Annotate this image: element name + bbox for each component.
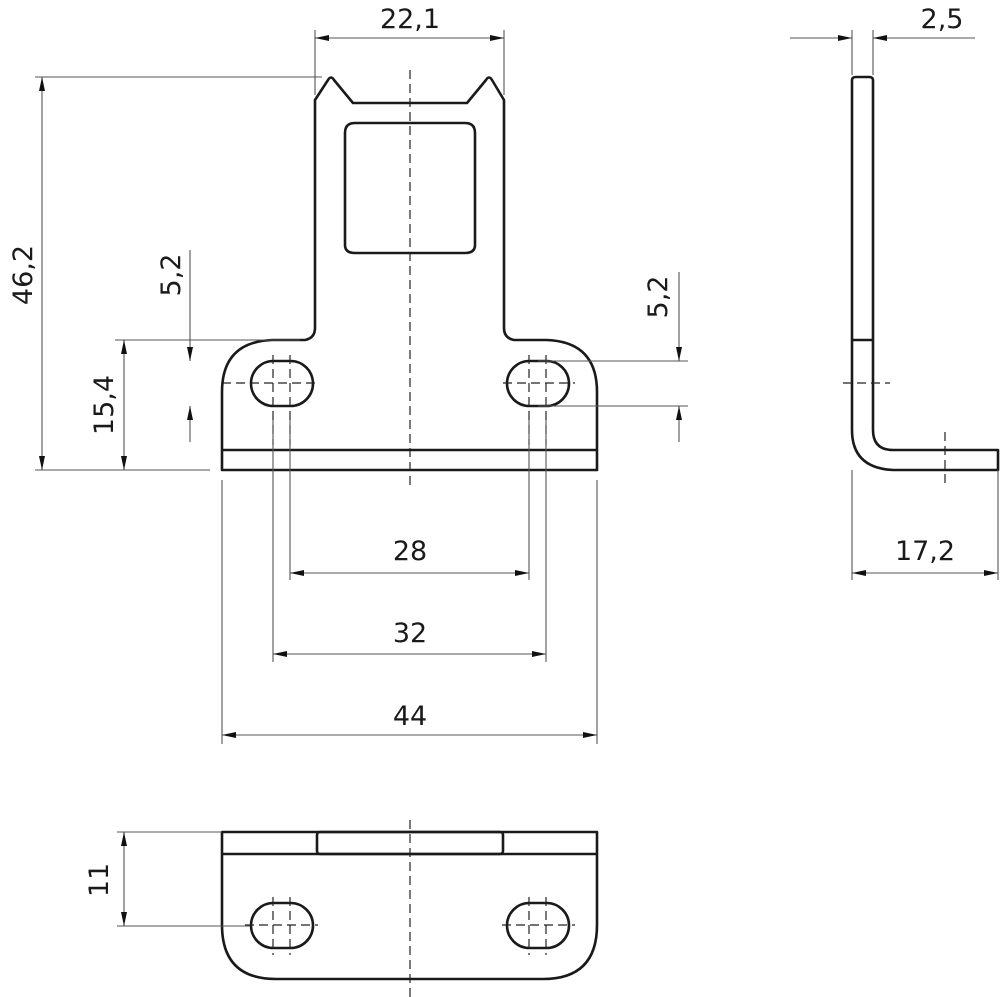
dim-thickness: 2,5 xyxy=(921,4,964,35)
dim-inner-hole-spacing: 28 xyxy=(393,536,427,567)
dim-height: 11 xyxy=(84,863,115,897)
dim-hole-height: 15,4 xyxy=(89,375,120,435)
front-view: 22,1 46,2 5,2 15,4 5,2 28 32 44 xyxy=(8,4,688,744)
bottom-outline xyxy=(220,830,599,981)
square-window xyxy=(343,121,477,255)
side-profile xyxy=(850,75,1000,472)
bottom-view: 11 xyxy=(84,820,599,997)
dim-total-height: 46,2 xyxy=(8,245,39,305)
dim-slot-height-right: 5,2 xyxy=(643,276,674,319)
dim-stem-width: 22,1 xyxy=(380,4,440,35)
dim-outer-hole-spacing: 32 xyxy=(393,618,427,649)
dim-total-width: 44 xyxy=(393,701,427,732)
side-view: 2,5 17,2 xyxy=(790,4,1000,580)
dim-slot-height-left: 5,2 xyxy=(156,254,187,297)
dim-depth: 17,2 xyxy=(895,536,955,567)
